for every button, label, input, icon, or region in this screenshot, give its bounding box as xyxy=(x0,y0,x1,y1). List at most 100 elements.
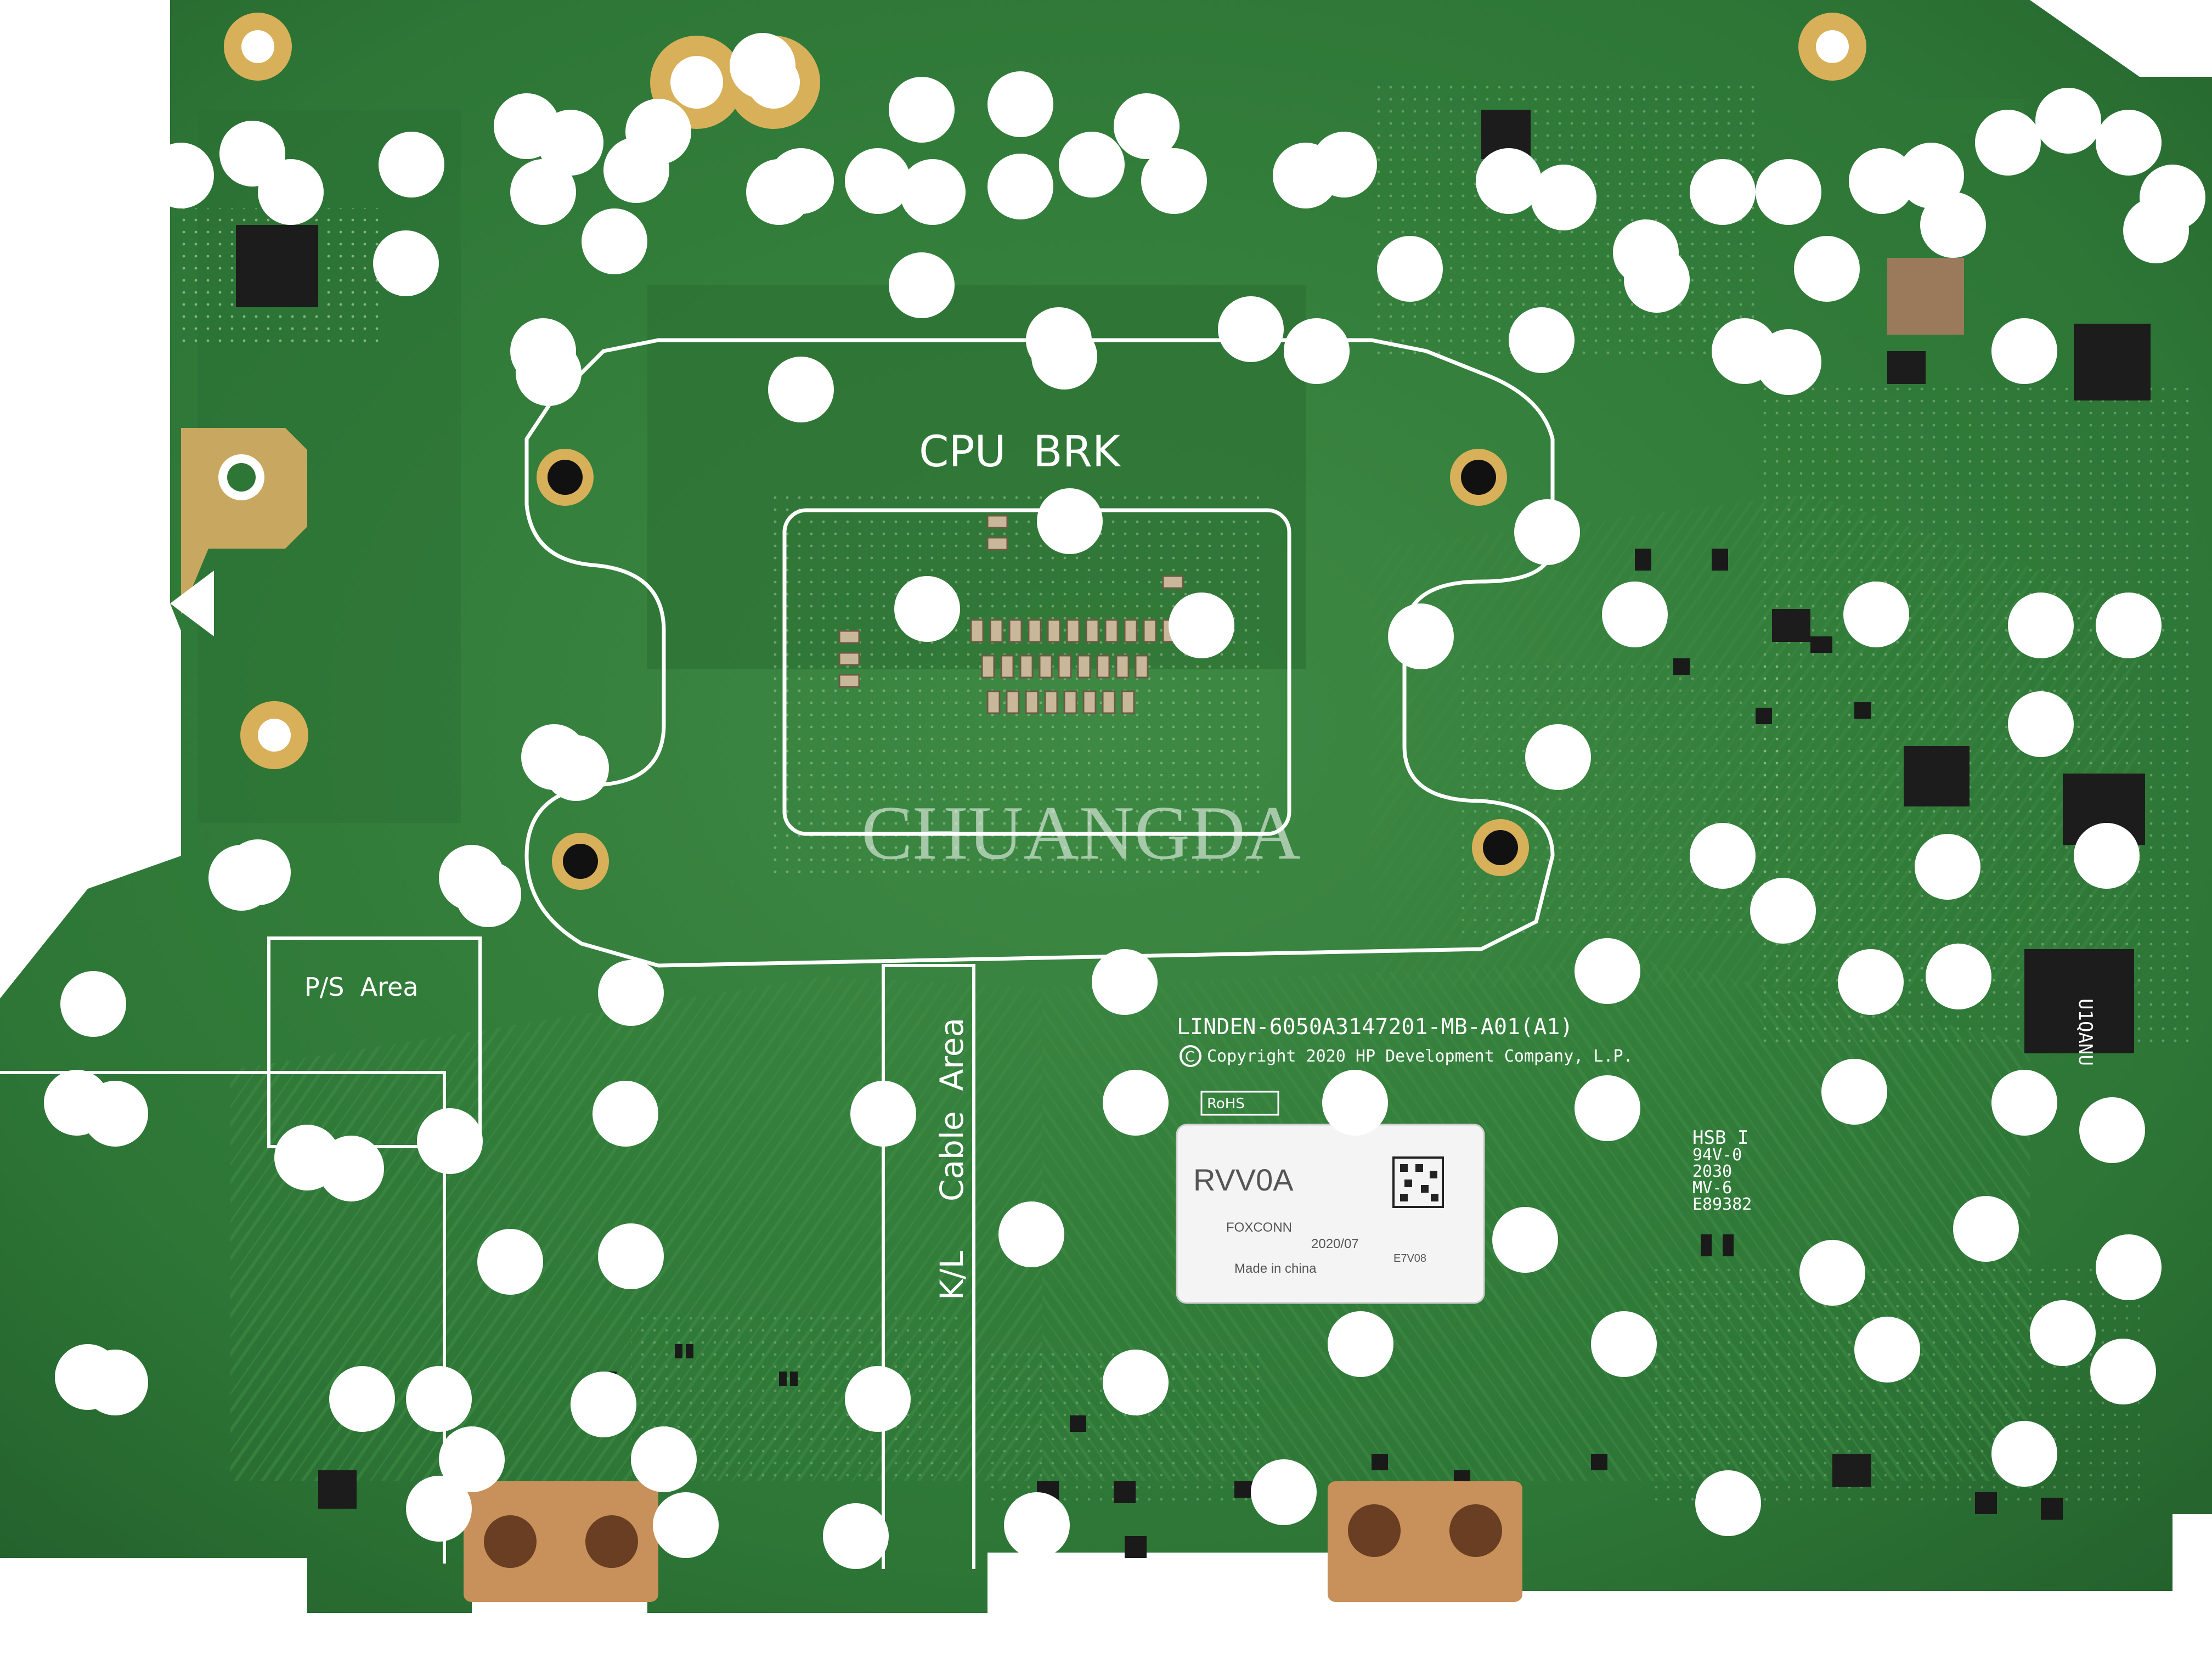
insulating-dot xyxy=(1915,834,1980,900)
copyright-label: Copyright 2020 HP Development Company, L… xyxy=(1207,1047,1633,1066)
insulating-dot xyxy=(274,1125,340,1190)
insulating-dot xyxy=(1525,724,1591,790)
bracket-screw-hole xyxy=(1472,819,1529,876)
insulating-dot xyxy=(1322,1070,1388,1136)
insulating-dot xyxy=(1388,603,1454,669)
insulating-dot xyxy=(653,1492,719,1558)
insulating-dot xyxy=(1575,1075,1640,1141)
svg-text:RVV0A: RVV0A xyxy=(1193,1163,1294,1197)
mv-label: MV-6 xyxy=(1692,1178,1732,1198)
insulating-dot xyxy=(823,1503,889,1569)
insulating-dot xyxy=(1624,247,1690,313)
insulating-dot xyxy=(631,1426,697,1492)
insulating-dot xyxy=(477,1229,543,1295)
insulating-dot xyxy=(1037,488,1103,554)
insulating-dot xyxy=(148,143,214,208)
insulating-dot xyxy=(406,1366,472,1432)
insulating-dot xyxy=(1712,318,1778,384)
ic-chip xyxy=(1887,351,1926,384)
insulating-dot xyxy=(82,1081,148,1147)
insulating-dot xyxy=(1575,938,1640,1004)
insulating-dot xyxy=(1602,582,1668,647)
ic-chip xyxy=(1887,258,1964,335)
insulating-dot xyxy=(1750,878,1816,944)
mounting-hole xyxy=(224,13,292,81)
ps-area-label: P/S Area xyxy=(304,972,419,1002)
ic-chip xyxy=(2074,324,2151,400)
insulating-dot xyxy=(1920,192,1986,258)
insulating-dot xyxy=(1843,582,1909,647)
insulating-dot xyxy=(439,1426,505,1492)
ic-chip xyxy=(1772,609,1810,642)
insulating-dot xyxy=(1251,1459,1317,1525)
insulating-dot xyxy=(2140,165,2205,230)
insulating-dot xyxy=(988,71,1053,137)
e-code-label: E89382 xyxy=(1692,1195,1752,1214)
insulating-dot xyxy=(417,1108,483,1174)
ic-chip xyxy=(236,225,318,307)
insulating-dot xyxy=(730,33,795,99)
insulating-dot xyxy=(768,357,834,422)
insulating-dot xyxy=(1311,132,1377,198)
insulating-dot xyxy=(1690,159,1756,225)
insulating-dot xyxy=(1169,592,1234,658)
insulating-dot xyxy=(845,1366,911,1432)
insulating-dot xyxy=(225,839,291,905)
svg-text:FOXCONN: FOXCONN xyxy=(1226,1220,1292,1235)
insulating-dot xyxy=(768,148,834,214)
insulating-dot xyxy=(582,208,647,274)
insulating-dot xyxy=(592,1081,658,1147)
insulating-dot xyxy=(2096,110,2162,176)
insulating-dot xyxy=(894,576,960,642)
insulating-dot xyxy=(543,735,609,801)
insulating-dot xyxy=(510,159,576,225)
ic-chip xyxy=(1904,746,1970,806)
insulating-dot xyxy=(571,1372,636,1437)
insulating-dot xyxy=(1849,148,1915,214)
insulating-dot xyxy=(1794,236,1860,302)
insulating-dot xyxy=(598,1223,664,1289)
insulating-dot xyxy=(1821,1059,1887,1125)
insulating-dot xyxy=(889,252,955,318)
insulating-dot xyxy=(1284,318,1350,384)
insulating-dot xyxy=(598,960,664,1026)
cpu-bracket-outline xyxy=(524,338,1555,968)
insulating-dot xyxy=(379,132,444,198)
insulating-dot xyxy=(1103,1350,1169,1415)
insulating-dot xyxy=(845,148,911,214)
insulating-dot xyxy=(1991,318,2057,384)
serial-sticker: RVV0A FOXCONN 2020/07 Made in china E7V0… xyxy=(1176,1124,1485,1304)
rating-label: 94V-0 xyxy=(1692,1146,1742,1165)
insulating-dot xyxy=(2074,823,2140,889)
insulating-dot xyxy=(1377,236,1443,302)
insulating-dot xyxy=(406,1476,472,1542)
insulating-dot xyxy=(2096,592,2162,658)
insulating-dot xyxy=(2090,1339,2156,1404)
insulating-dot xyxy=(1991,1070,2057,1136)
insulating-dot xyxy=(2030,1300,2096,1366)
insulating-dot xyxy=(1756,159,1821,225)
rohs-mark: RoHS xyxy=(1200,1091,1279,1116)
insulating-dot xyxy=(1975,110,2041,176)
svg-text:Made in china: Made in china xyxy=(1234,1261,1317,1276)
year-label: 2030 xyxy=(1692,1162,1732,1181)
insulating-dot xyxy=(625,99,691,165)
insulating-dot xyxy=(1531,165,1596,230)
datamatrix-code xyxy=(1392,1156,1444,1208)
cpu-capacitor-array xyxy=(838,515,1206,714)
insulating-dot xyxy=(1926,944,1991,1009)
insulating-dot xyxy=(850,1081,916,1147)
insulating-dot xyxy=(1031,324,1097,390)
insulating-dot xyxy=(60,971,126,1037)
insulating-dot xyxy=(889,77,955,143)
insulating-dot xyxy=(2035,88,2101,154)
bracket-screw-hole xyxy=(552,833,609,890)
insulating-dot xyxy=(1092,949,1158,1015)
kl-label: K/L xyxy=(933,1251,970,1300)
mounting-hole xyxy=(1798,13,1866,81)
insulating-dot xyxy=(2008,691,2074,757)
insulating-dot xyxy=(1004,1492,1070,1558)
svg-text:2020/07: 2020/07 xyxy=(1311,1237,1359,1251)
board-id-label: LINDEN-6050A3147201-MB-A01(A1) xyxy=(1177,1014,1573,1040)
